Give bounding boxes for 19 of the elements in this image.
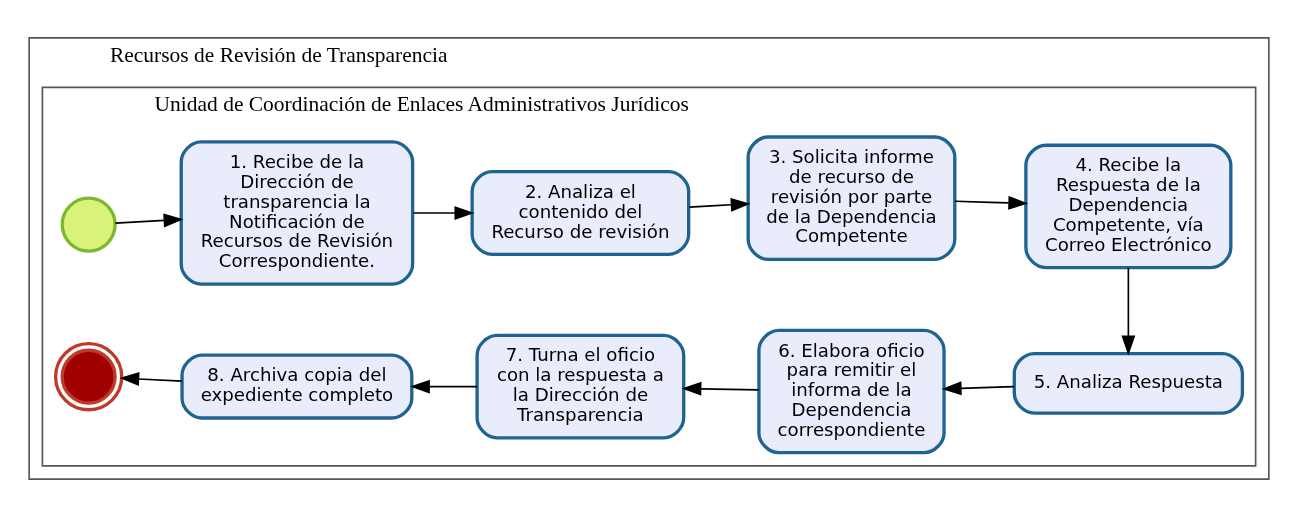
node-box: 7. Turna el oficio con la respuesta a la Dirección de Transparencia xyxy=(475,333,686,439)
arrow xyxy=(954,195,1029,210)
arrow xyxy=(410,379,478,394)
arrow xyxy=(119,371,183,386)
arrow xyxy=(688,197,751,212)
node-circle xyxy=(60,196,117,253)
node-box: 1. Recibe de la Dirección de transparencia la Notificación de Recursos de Revisión Correspondiente. xyxy=(179,139,415,286)
arrow xyxy=(681,381,760,396)
node-circle xyxy=(53,341,124,411)
node-box: 8. Archiva copia del expediente completo xyxy=(180,353,414,420)
arrow xyxy=(114,213,184,227)
node-box: 3. Solicita informe de recurso de revisión por parte de la Dependencia Competente xyxy=(746,134,957,261)
arrow xyxy=(941,380,1015,395)
arrow xyxy=(1121,266,1136,355)
arrow xyxy=(412,205,475,220)
node-box: 2. Analiza el contenido del Recurso de revisión xyxy=(470,169,691,256)
node-box: 6. Elabora oficio para remitir el informa de la Dependencia correspondiente xyxy=(757,328,946,454)
node-box: 4. Recibe la Respuesta de la Dependencia Competente, vía Correo Electrónico xyxy=(1024,143,1233,269)
node-box: 5. Analiza Respuesta xyxy=(1012,351,1245,415)
